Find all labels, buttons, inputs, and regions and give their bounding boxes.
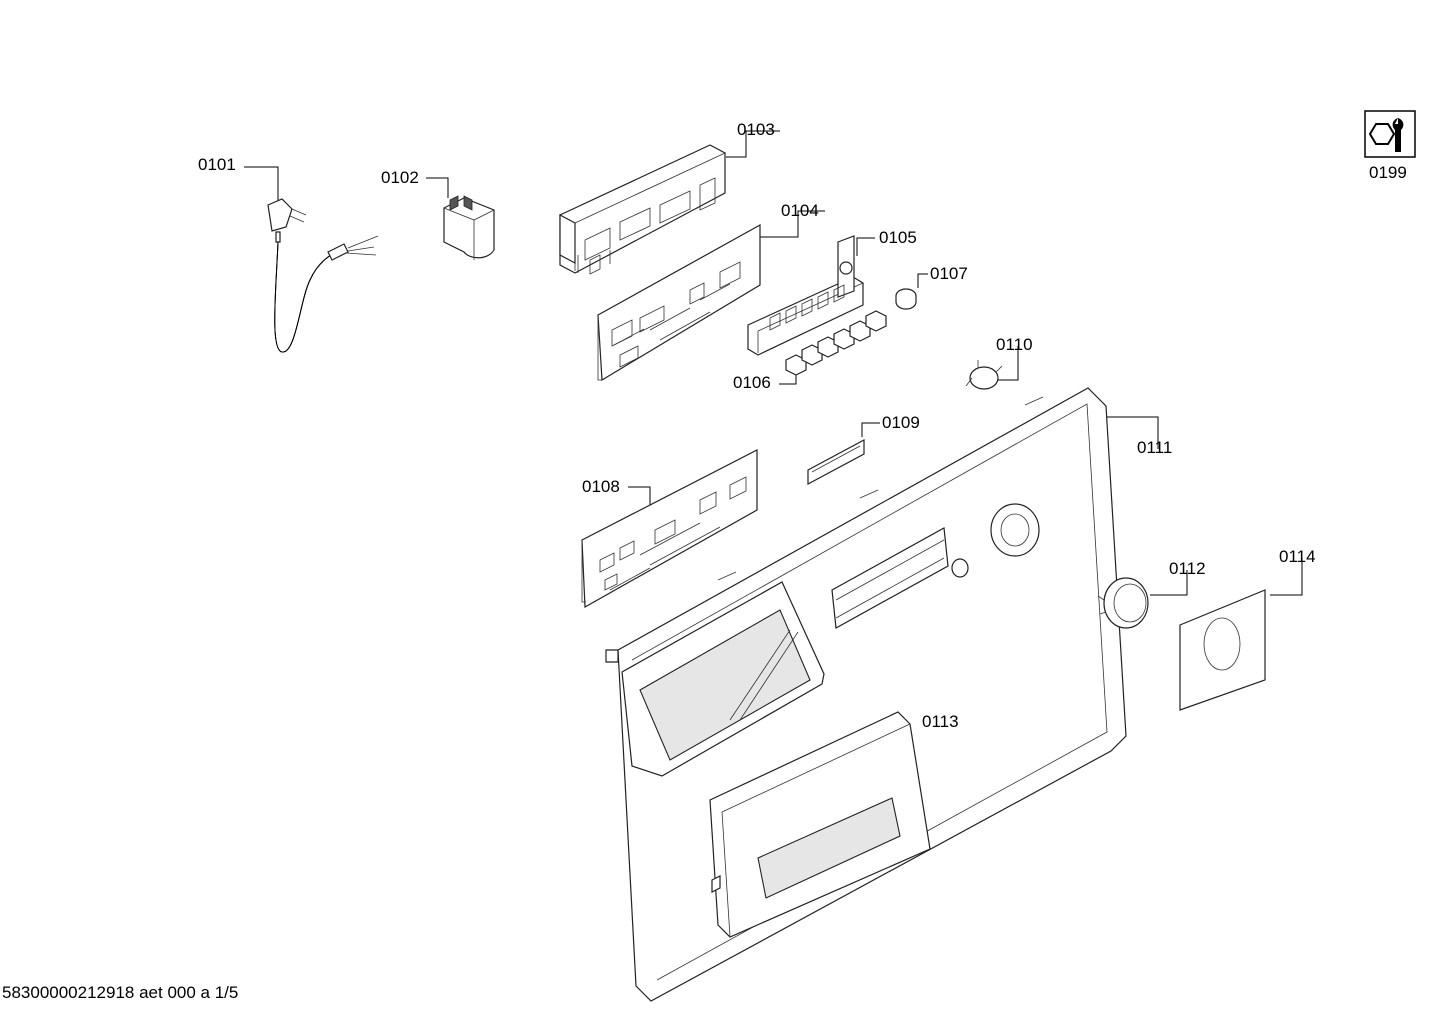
label-0101: 0101 (198, 155, 236, 174)
label-0199: 0199 (1369, 163, 1407, 182)
label-0104: 0104 (781, 201, 819, 220)
suppression-filter-drawing (443, 195, 495, 260)
fascia-panel-drawing (605, 387, 1127, 1002)
label-0113: 0113 (922, 712, 959, 731)
knob-decal-drawing (1179, 589, 1266, 711)
label-0111: 0111 (1137, 438, 1173, 457)
label-0107: 0107 (930, 264, 968, 283)
label-0108: 0108 (582, 477, 620, 496)
label-0109: 0109 (882, 413, 920, 432)
button-holder-drawing (747, 235, 864, 356)
knob-adapter-drawing (965, 360, 1003, 390)
power-module-pcb-drawing (597, 223, 761, 382)
label-0114: 0114 (1279, 547, 1316, 566)
button-cap-drawing (895, 288, 917, 310)
control-module-pcb-drawing (581, 449, 758, 609)
label-0110: 0110 (996, 335, 1033, 354)
power-cord-drawing (267, 198, 379, 353)
pcb-housing-drawing (559, 144, 726, 275)
detergent-drawer-handle-drawing (709, 711, 931, 938)
label-0112: 0112 (1169, 559, 1206, 578)
label-0105: 0105 (879, 228, 917, 247)
tools-icon (1364, 110, 1416, 158)
label-0102: 0102 (381, 168, 419, 187)
label-0106: 0106 (733, 373, 771, 392)
light-guide-drawing (807, 438, 865, 486)
label-0103: 0103 (737, 120, 775, 139)
drawing-number-footer: 58300000212918 aet 000 a 1/5 (2, 983, 239, 1002)
program-selector-knob-drawing (1097, 577, 1149, 629)
push-buttons-drawing (785, 310, 887, 376)
